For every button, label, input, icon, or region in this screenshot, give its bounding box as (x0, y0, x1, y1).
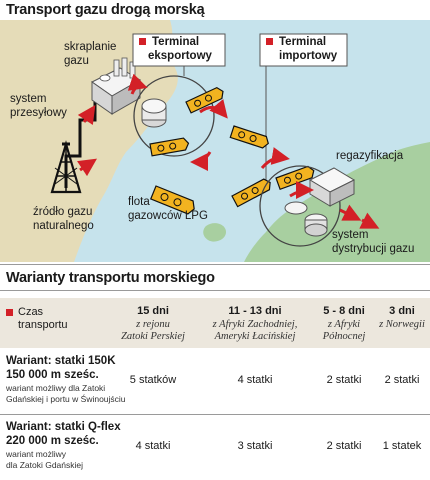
variant-150k: Wariant: statki 150K 150 000 m sześc. wa… (6, 355, 126, 404)
label-transmission-system-2: przesyłowy (10, 107, 67, 119)
terminal-import-label: Terminal importowy (259, 33, 348, 67)
label-liquefaction-2: gazu (64, 55, 89, 67)
flow-arrow (339, 204, 362, 221)
label-transmission-system: system (10, 93, 46, 105)
column-header-persian-gulf: 15 dni z rejonu Zatoki Perskiej (121, 305, 185, 342)
variants-section-title: Warianty transportu morskiego (6, 270, 215, 286)
import-terminal-circle (259, 165, 341, 247)
flow-arrow (77, 158, 97, 177)
table-cell: 3 statki (237, 440, 273, 452)
label-lpg-fleet-2: gazowców LPG (128, 210, 208, 222)
flow-arrow (289, 181, 314, 200)
table-header-row: Czas transportu 15 dni z rejonu Zatoki P… (0, 298, 430, 348)
island (389, 195, 408, 209)
label-lpg-fleet: flota (128, 196, 150, 208)
flow-arrow (77, 105, 96, 125)
table-cell: 2 statki (326, 374, 362, 386)
red-square (6, 309, 13, 316)
label-liquefaction: skraplanie (64, 41, 116, 53)
lng-ship-icon (229, 125, 269, 149)
lng-tank-icon (141, 98, 167, 128)
gas-well-tower-icon (50, 140, 82, 194)
red-square (266, 38, 273, 45)
lng-ship-icon (149, 137, 190, 157)
transport-variants-table: Czas transportu 15 dni z rejonu Zatoki P… (0, 298, 430, 480)
table-cell: 4 statki (237, 374, 273, 386)
gas-transport-map: Terminal eksportowy Terminal importowy (0, 20, 430, 262)
label-regasification: regazyfikacja (336, 150, 404, 162)
island (203, 223, 226, 242)
table-cell: 2 statki (384, 374, 420, 386)
regasification-plant-icon (308, 167, 356, 207)
infographic-title: Transport gazu drogą morską (6, 2, 205, 18)
lng-ship-icon (275, 165, 315, 191)
svg-text:Terminal: Terminal (152, 36, 199, 48)
label-gas-source: źródło gazu (33, 206, 92, 218)
section-divider (0, 290, 430, 291)
variant-q-flex: Wariant: statki Q-flex 220 000 m sześc. … (6, 421, 121, 470)
label-distribution-system: system (332, 229, 368, 241)
section-divider (0, 264, 430, 265)
svg-text:Terminal: Terminal (279, 36, 326, 48)
flow-arrow (190, 151, 212, 171)
column-header-west-africa: 11 - 13 dni z Afryki Zachodniej, Ameryki… (212, 305, 298, 342)
label-distribution-system-2: dystrybucji gazu (332, 243, 414, 255)
lng-tank-icon (284, 201, 328, 237)
row-divider (0, 414, 430, 415)
column-header-north-africa: 5 - 8 dni z Afryki Północnej (322, 305, 366, 342)
flow-arrow (199, 99, 228, 119)
table-cell: 4 statki (135, 440, 171, 452)
red-square (139, 38, 146, 45)
table-cell: 2 statki (326, 440, 362, 452)
terminal-export-label: Terminal eksportowy (132, 33, 226, 67)
lng-ship-icon (149, 185, 195, 215)
label-gas-source-2: naturalnego (33, 220, 94, 232)
lng-ship-icon (231, 178, 271, 208)
svg-text:importowy: importowy (279, 50, 338, 62)
transport-time-label: Czas transportu (18, 306, 68, 331)
column-header-norway: 3 dni z Norwegii (379, 305, 425, 330)
flow-arrow (127, 73, 148, 95)
flow-arrow (260, 147, 290, 169)
table-cell: 5 statków (129, 374, 177, 386)
flow-arrow (359, 212, 380, 229)
svg-text:eksportowy: eksportowy (148, 50, 213, 62)
table-cell: 1 statek (382, 440, 422, 452)
